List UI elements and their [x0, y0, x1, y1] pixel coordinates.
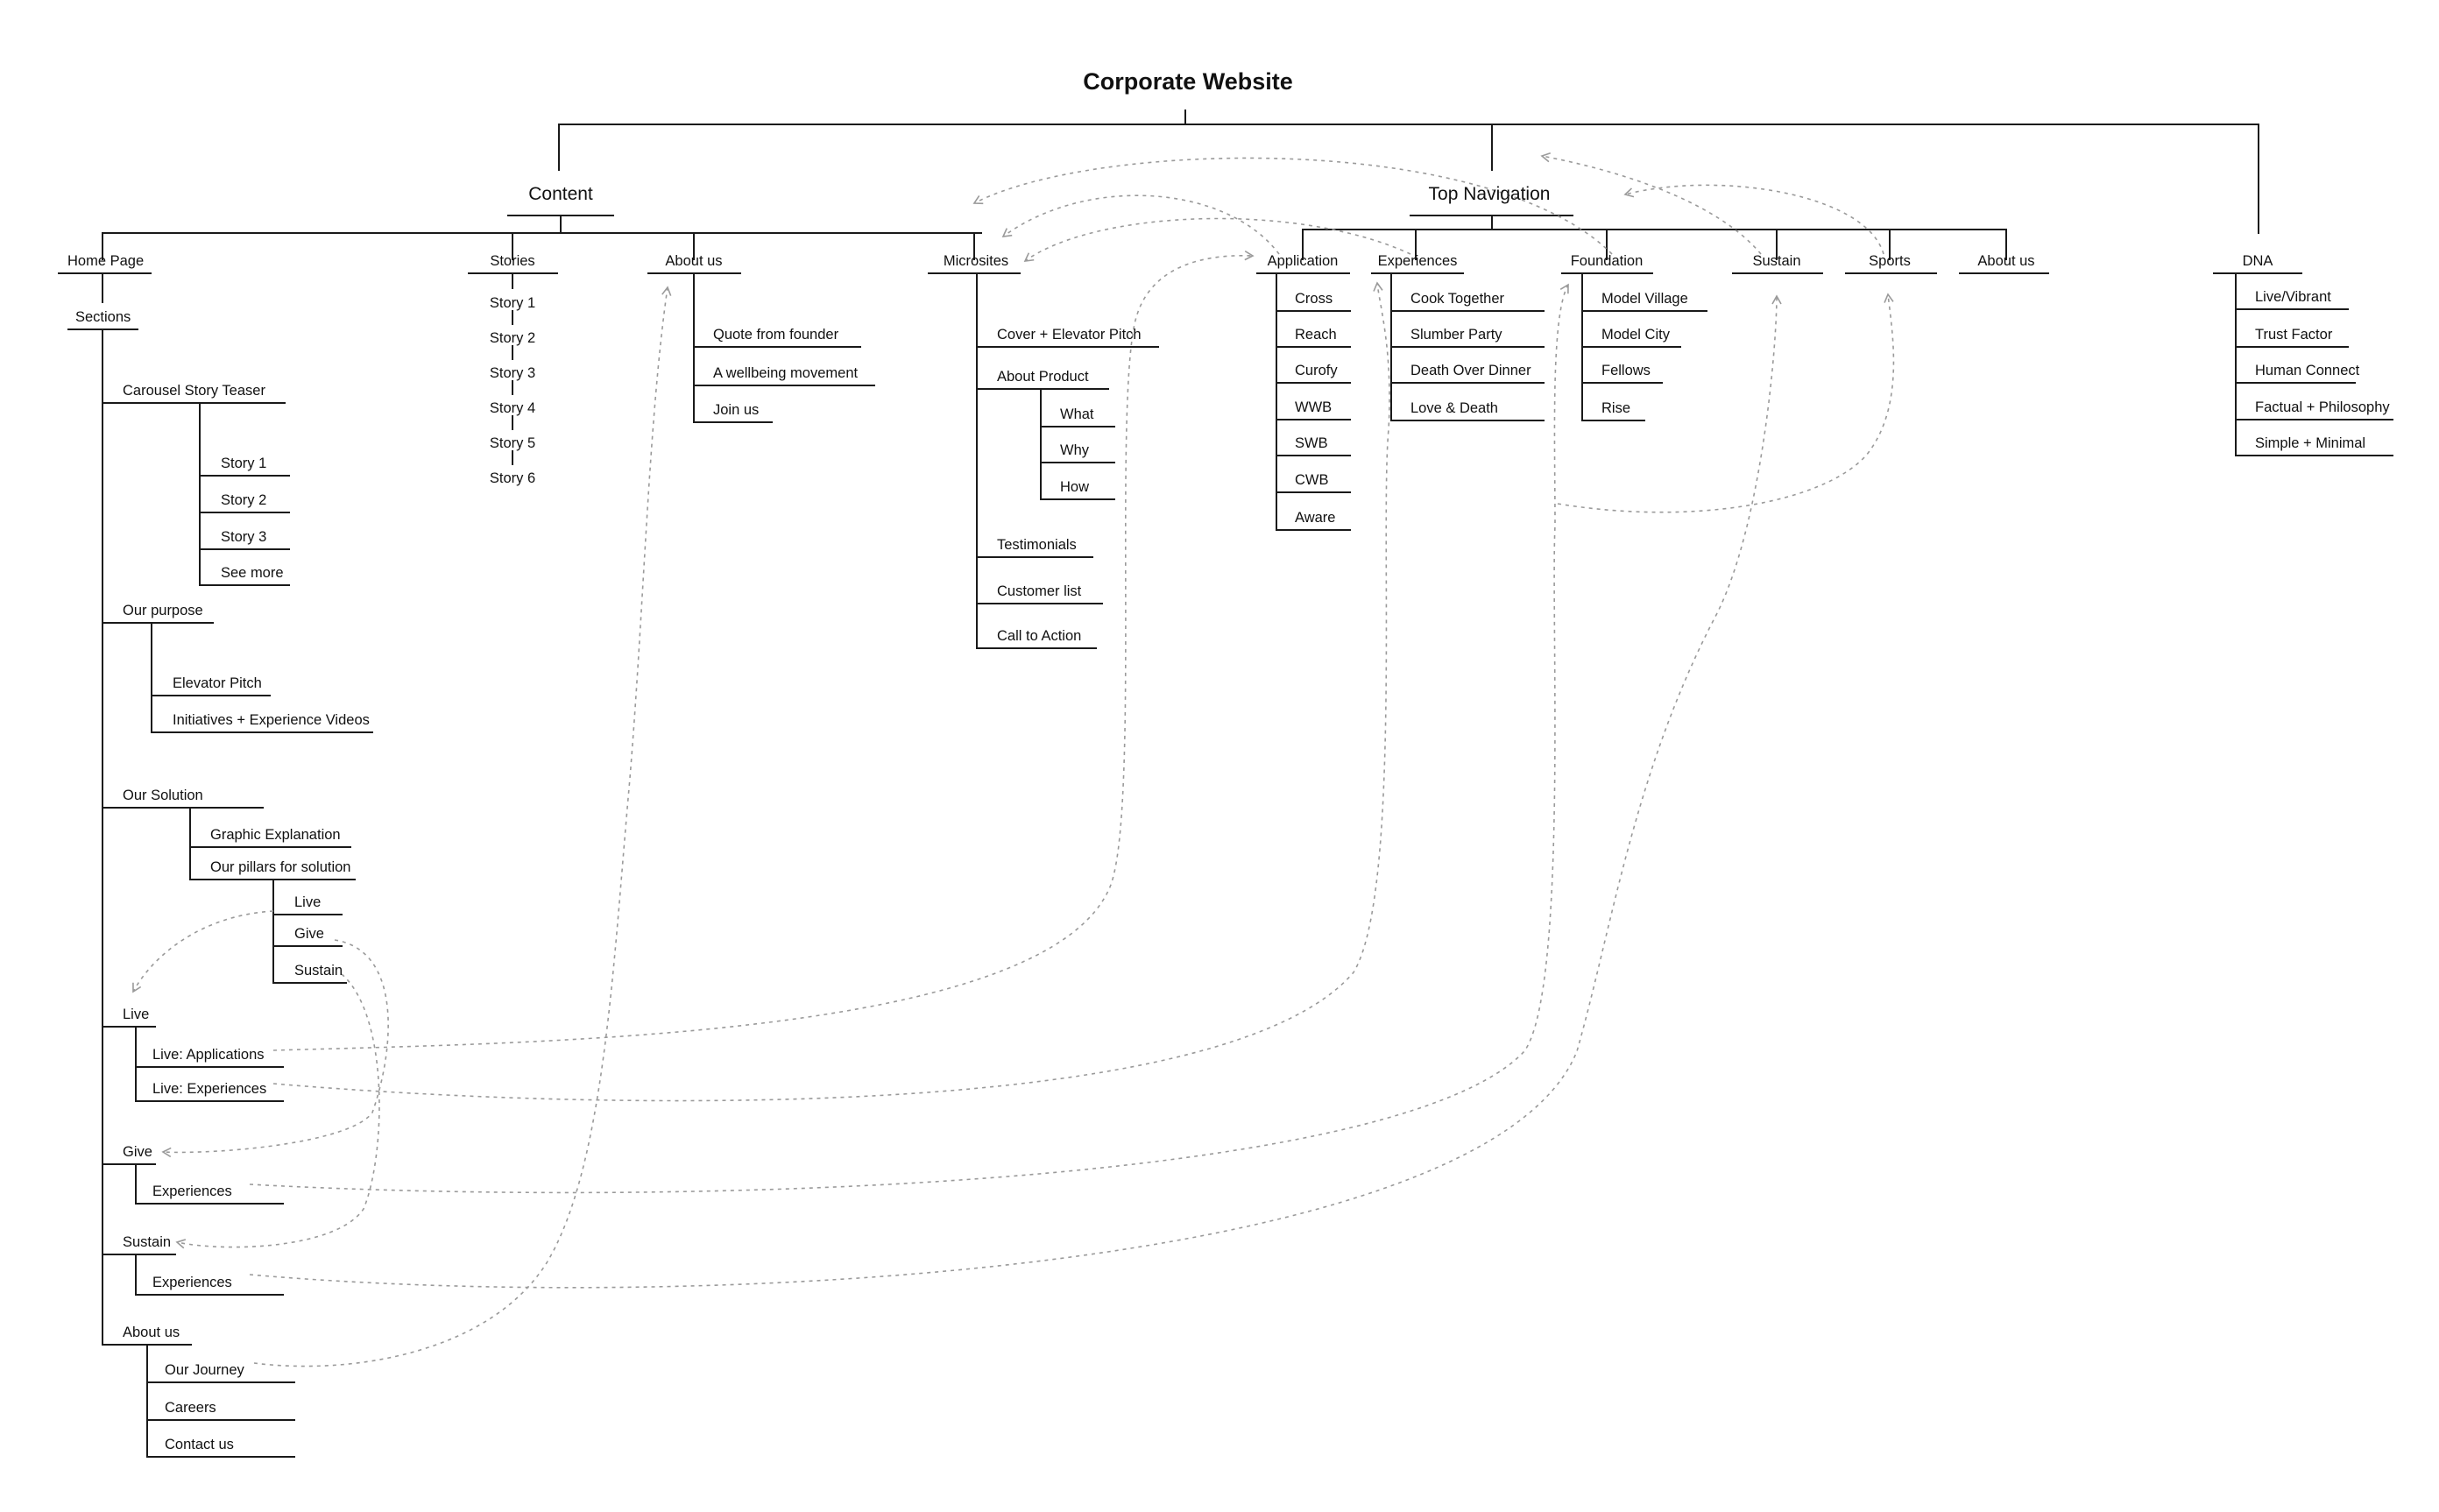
node-nav-sports: Sports	[1869, 253, 1911, 269]
node-sustain: Sustain	[123, 1234, 171, 1250]
node-trust-factor: Trust Factor	[2255, 327, 2333, 343]
node-microsites: Microsites	[944, 253, 1008, 269]
link-experiences-microsites	[1023, 217, 1411, 262]
link-sustain-topnav	[1540, 152, 1762, 255]
node-our-pillars: Our pillars for solution	[210, 859, 350, 875]
node-why: Why	[1060, 442, 1090, 458]
node-carousel-story-2: Story 2	[221, 492, 266, 508]
node-story-4: Story 4	[490, 400, 535, 416]
branch-top-navigation: Top Navigation	[1429, 184, 1551, 204]
node-story-6: Story 6	[490, 470, 535, 486]
diagram-title: Corporate Website	[1083, 68, 1293, 95]
node-rise: Rise	[1601, 400, 1630, 416]
link-application-microsites	[1001, 194, 1280, 255]
link-give-experiences	[249, 283, 1569, 1194]
tree-connectors	[58, 110, 2393, 1458]
node-about-us-home: About us	[123, 1325, 180, 1340]
node-carousel-story-1: Story 1	[221, 456, 266, 471]
node-how: How	[1060, 479, 1089, 495]
node-initiatives-videos: Initiatives + Experience Videos	[173, 712, 370, 728]
node-live: Live	[123, 1007, 149, 1022]
link-pillar-give	[161, 939, 389, 1158]
node-live-vibrant: Live/Vibrant	[2255, 289, 2331, 305]
node-factual-philosophy: Factual + Philosophy	[2255, 399, 2390, 415]
link-live-experiences	[272, 281, 1390, 1102]
node-model-village: Model Village	[1601, 291, 1688, 307]
link-sports-foundation	[1623, 184, 1884, 255]
node-dna: DNA	[2243, 253, 2273, 269]
node-app-swb: SWB	[1295, 435, 1328, 451]
node-what: What	[1060, 406, 1094, 422]
node-story-5: Story 5	[490, 435, 535, 451]
node-join-us: Join us	[713, 402, 759, 418]
node-testimonials: Testimonials	[997, 537, 1077, 553]
node-sections: Sections	[75, 309, 131, 325]
node-simple-minimal: Simple + Minimal	[2255, 435, 2365, 451]
node-elevator-pitch: Elevator Pitch	[173, 675, 262, 691]
link-our-journey	[253, 286, 672, 1367]
node-pillar-live: Live	[294, 894, 321, 910]
node-our-journey: Our Journey	[165, 1362, 245, 1378]
node-love-and-death: Love & Death	[1410, 400, 1498, 416]
node-application: Application	[1268, 253, 1339, 269]
node-story-3: Story 3	[490, 365, 535, 381]
node-give: Give	[123, 1144, 152, 1160]
node-app-reach: Reach	[1295, 327, 1337, 343]
node-careers: Careers	[165, 1400, 216, 1416]
node-experiences: Experiences	[1378, 253, 1458, 269]
node-app-curofy: Curofy	[1295, 363, 1338, 378]
node-carousel-story-teaser: Carousel Story Teaser	[123, 383, 265, 399]
link-sustain-experiences	[249, 294, 1782, 1289]
node-sustain-experiences: Experiences	[152, 1275, 232, 1290]
link-pillar-sustain	[175, 973, 380, 1249]
node-cook-together: Cook Together	[1410, 291, 1505, 307]
node-app-cross: Cross	[1295, 291, 1333, 307]
node-nav-about-us: About us	[1977, 253, 2034, 269]
cross-reference-links	[132, 152, 1895, 1367]
link-foundation-microsites	[972, 157, 1613, 255]
node-customer-list: Customer list	[997, 583, 1082, 599]
node-pillar-give: Give	[294, 926, 324, 942]
node-our-solution: Our Solution	[123, 788, 203, 803]
labels: Corporate Website Content Top Navigation…	[67, 68, 2390, 1452]
node-call-to-action: Call to Action	[997, 628, 1081, 644]
node-about-us-page: About us	[665, 253, 722, 269]
node-pillar-sustain: Sustain	[294, 963, 343, 979]
node-app-aware: Aware	[1295, 510, 1335, 526]
branch-content: Content	[528, 184, 593, 204]
node-death-over-dinner: Death Over Dinner	[1410, 363, 1531, 378]
link-foundation-sports	[1557, 293, 1895, 513]
node-nav-sustain: Sustain	[1752, 253, 1800, 269]
node-live-experiences: Live: Experiences	[152, 1081, 266, 1097]
node-home-page: Home Page	[67, 253, 144, 269]
node-stories: Stories	[490, 253, 534, 269]
node-about-product: About Product	[997, 369, 1089, 385]
node-quote-from-founder: Quote from founder	[713, 327, 839, 343]
node-fellows: Fellows	[1601, 363, 1651, 378]
node-wellbeing-movement: A wellbeing movement	[713, 365, 859, 381]
link-pillar-live	[132, 910, 274, 993]
node-slumber-party: Slumber Party	[1410, 327, 1502, 343]
node-contact-us: Contact us	[165, 1437, 234, 1452]
node-app-wwb: WWB	[1295, 399, 1332, 415]
node-our-purpose: Our purpose	[123, 603, 203, 618]
node-story-1: Story 1	[490, 295, 535, 311]
node-model-city: Model City	[1601, 327, 1671, 343]
node-give-experiences: Experiences	[152, 1183, 232, 1199]
node-cover-elevator-pitch: Cover + Elevator Pitch	[997, 327, 1142, 343]
node-human-connect: Human Connect	[2255, 363, 2360, 378]
node-app-cwb: CWB	[1295, 472, 1329, 488]
node-story-2: Story 2	[490, 330, 535, 346]
node-foundation: Foundation	[1571, 253, 1644, 269]
node-carousel-see-more: See more	[221, 565, 284, 581]
node-graphic-explanation: Graphic Explanation	[210, 827, 341, 843]
node-live-applications: Live: Applications	[152, 1047, 265, 1063]
node-carousel-story-3: Story 3	[221, 529, 266, 545]
